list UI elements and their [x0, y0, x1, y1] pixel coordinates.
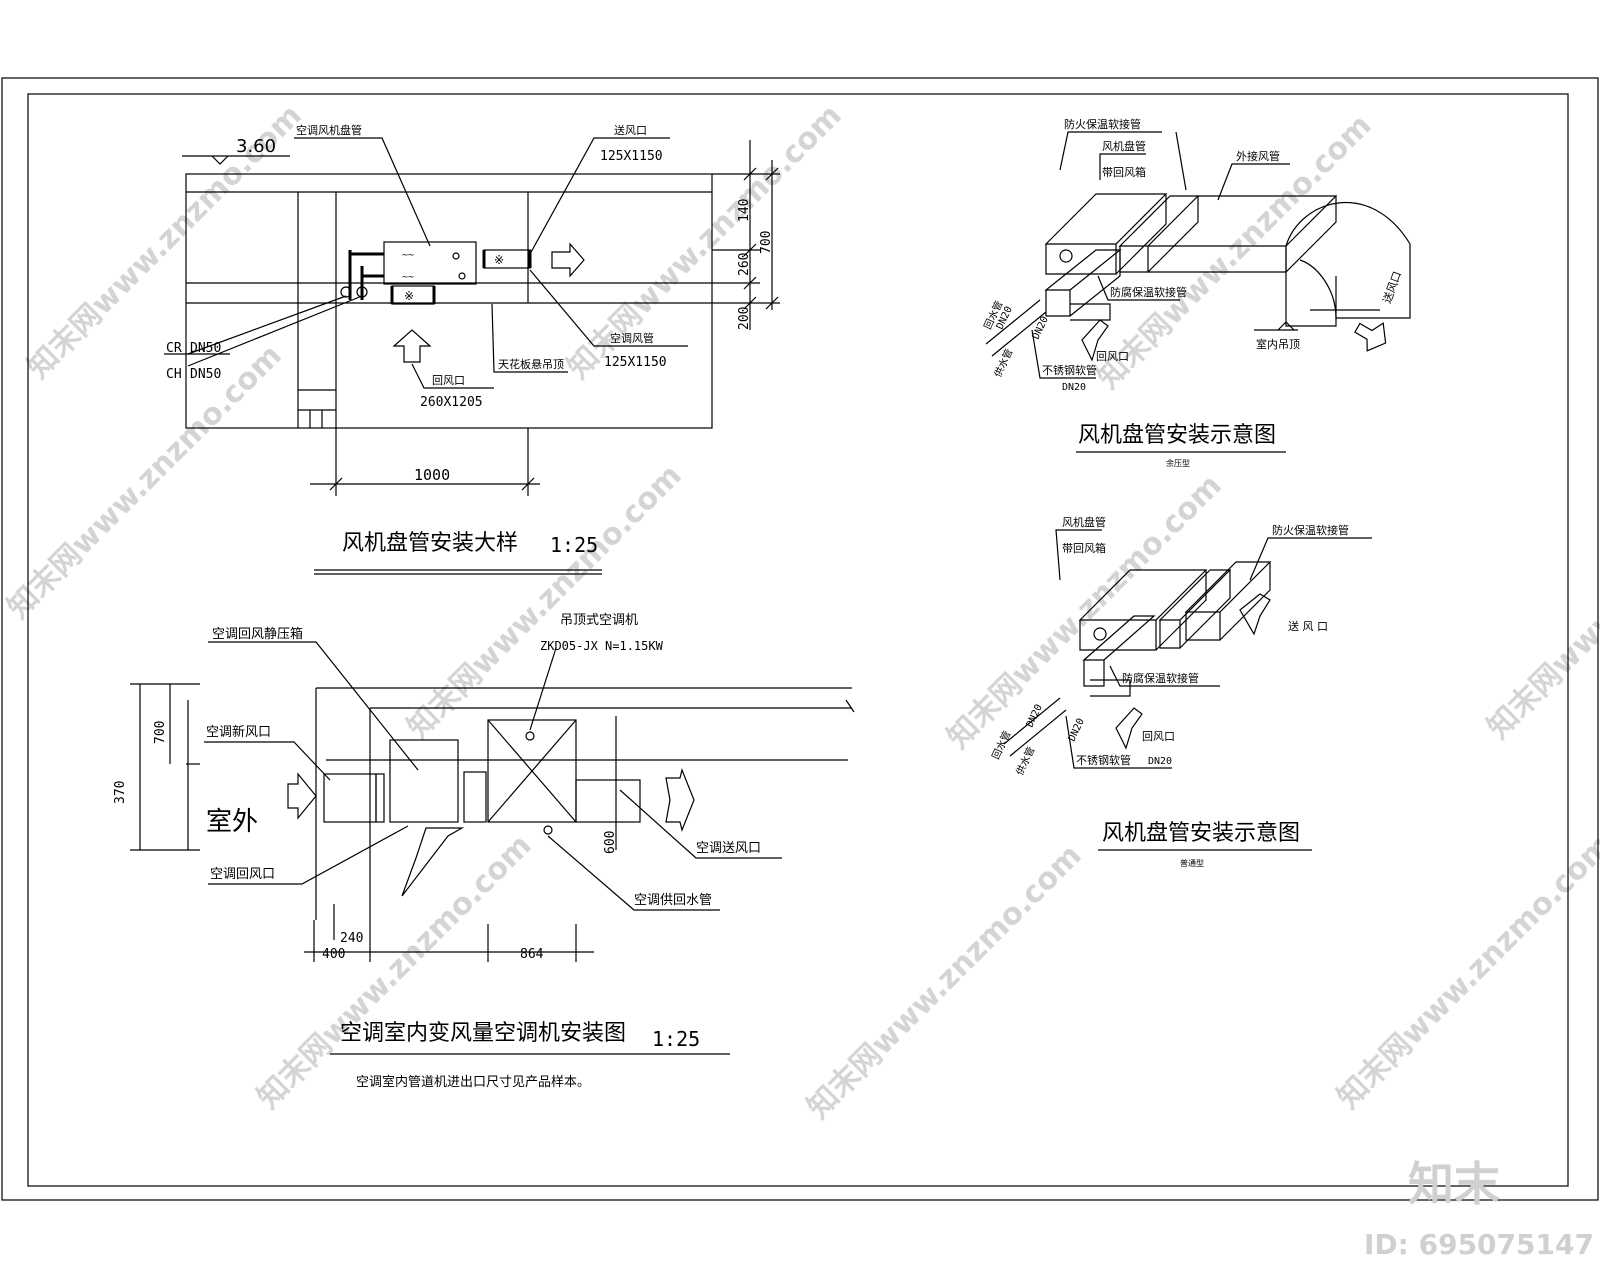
detail1-scale: 1:25	[550, 533, 598, 557]
ahu-model: ZKD05-JX N=1.15KW	[540, 639, 664, 653]
ch-dn-label: DN50	[190, 367, 221, 382]
iso2-fire-joint: 防火保温软接管	[1272, 523, 1349, 537]
fresh-air-damper	[323, 773, 377, 823]
fcu-section-detail: 3.60 ~~ ~~ ※ ※ 空调风机盘管 送风口	[164, 123, 780, 575]
flex-joint	[463, 771, 487, 823]
iso2-supply-pipe: 供水管	[1013, 745, 1037, 778]
supply-outlet-size: 125X1150	[600, 149, 663, 164]
room-outline	[185, 173, 713, 429]
ahu-label: 吊顶式空调机	[560, 613, 638, 628]
supply-duct-label: 空调风管	[610, 331, 654, 345]
iso1-fcu: 风机盘管	[1102, 139, 1146, 153]
dim-1000: 1000	[414, 466, 450, 484]
supply-duct	[575, 779, 641, 823]
svg-text:※: ※	[404, 289, 414, 303]
supply-grille	[483, 249, 531, 269]
supply-label: 空调送风口	[696, 841, 761, 856]
iso2-dn20c: DN20	[1148, 756, 1172, 767]
supply-duct-size: 125X1150	[604, 355, 667, 370]
image-id: ID: 695075147	[1364, 1228, 1594, 1261]
supply-outlet-label: 送风口	[614, 123, 647, 137]
iso1-supply-air: 送风口	[1380, 269, 1404, 305]
dim-600: 600	[603, 831, 618, 854]
cr-label: CR	[166, 341, 182, 356]
svg-text:※: ※	[494, 253, 504, 267]
znzmo-logo: 知末	[1408, 1157, 1500, 1211]
iso2-supply-air: 送 风 口	[1288, 619, 1328, 633]
watermark-text: 知末网www.znzmo.com	[561, 98, 849, 386]
detail2-note: 空调室内管道机进出口尺寸见产品样本。	[356, 1074, 590, 1090]
water-pipe-label: 空调供回水管	[634, 893, 712, 908]
iso2-dn20a: DN20	[1025, 703, 1045, 729]
watermark-text: 知末网www.znzmo.com	[251, 828, 539, 1116]
iso2-fcu: 风机盘管	[1062, 515, 1106, 529]
iso2-steel-hose: 不锈钢软管	[1076, 753, 1131, 767]
iso1-steel-hose: 不锈钢软管	[1042, 363, 1097, 377]
fan-coil-unit	[383, 241, 477, 285]
dim-700: 700	[759, 231, 774, 254]
return-plenum	[389, 739, 459, 823]
dim-200: 200	[737, 307, 752, 330]
iso2-title: 风机盘管安装示意图	[1102, 821, 1300, 846]
watermarks: 知末网www.znzmo.com 知末网www.znzmo.com 知末网www…	[1, 98, 1600, 1126]
dim-400: 400	[322, 947, 345, 962]
detail1-title: 风机盘管安装大样	[342, 531, 518, 556]
return-label: 空调回风口	[210, 867, 275, 882]
plenum-label: 空调回风静压箱	[212, 626, 303, 642]
outer-frame	[1, 77, 1599, 1201]
iso1-fire-joint: 防火保温软接管	[1064, 117, 1141, 131]
ceiling-label: 天花板悬吊顶	[498, 357, 564, 371]
inner-frame	[27, 93, 1569, 1187]
iso1-subtitle: 余压型	[1166, 458, 1190, 468]
watermark-text: 知末网www.znzmo.com	[1481, 458, 1600, 746]
supply-air-arrow	[551, 242, 585, 278]
iso2-supply-arrow	[1239, 593, 1271, 636]
dim-864: 864	[520, 947, 544, 962]
iso1-supply-pipe: 供水管	[991, 347, 1015, 380]
ahu-installation-detail: 室外 吊顶式空调机 ZKD05-JX N=1.15KW 空调回风静压箱 空调新风…	[113, 613, 855, 1090]
iso2-anti-joint: 防腐保温软接管	[1122, 671, 1199, 685]
fcu-iso-pressure-type: 防火保温软接管 风机盘管 带回风箱 外接风管 防腐保温软接管 回水管 DN20 …	[981, 117, 1411, 468]
cr-dn-label: DN50	[190, 341, 221, 356]
dim-240: 240	[340, 931, 363, 946]
iso1-title: 风机盘管安装示意图	[1078, 423, 1276, 448]
return-outlet-size: 260X1205	[420, 395, 483, 410]
dim-260: 260	[737, 253, 752, 276]
outdoor-label: 室外	[206, 807, 258, 837]
fcu-label: 空调风机盘管	[296, 123, 362, 137]
iso2-return-box: 带回风箱	[1062, 541, 1106, 555]
supply-air-arrow	[665, 768, 695, 832]
iso1-ceiling: 室内吊顶	[1256, 337, 1300, 351]
watermark-text: 知末网www.znzmo.com	[801, 838, 1089, 1126]
iso2-return-arrow	[1115, 707, 1143, 750]
ceiling-ahu	[487, 719, 577, 823]
return-outlet-label: 回风口	[432, 374, 465, 387]
elevation-label: 3.60	[236, 136, 276, 157]
dim-370: 370	[113, 781, 128, 804]
return-air-arrow	[392, 329, 432, 363]
watermark-text: 知末网www.znzmo.com	[1331, 828, 1600, 1116]
svg-text:~~: ~~	[402, 250, 414, 261]
iso1-ext-duct: 外接风管	[1236, 149, 1280, 163]
ch-label: CH	[166, 367, 182, 382]
svg-text:~~: ~~	[402, 272, 414, 283]
iso1-anti-joint: 防腐保温软接管	[1110, 285, 1187, 299]
detail2-title: 空调室内变风量空调机安装图	[340, 1021, 626, 1046]
iso2-return-pipe: 回水管	[989, 729, 1013, 762]
iso1-return-box: 带回风箱	[1102, 165, 1146, 179]
dim-140: 140	[737, 199, 752, 222]
return-air-arrow	[401, 827, 465, 897]
detail2-scale: 1:25	[652, 1027, 700, 1051]
outdoor-air-arrow	[287, 772, 317, 820]
iso2-subtitle: 普通型	[1180, 858, 1204, 868]
iso2-return-air: 回风口	[1142, 730, 1175, 743]
iso1-dn20c: DN20	[1062, 382, 1086, 393]
fresh-air-label: 空调新风口	[206, 724, 271, 740]
watermark-text: 知末网www.znzmo.com	[401, 458, 689, 746]
dim-700: 700	[153, 721, 168, 744]
fcu-iso-standard-type: 风机盘管 带回风箱 防火保温软接管 送 风 口 防腐保温软接管 DN20 DN2…	[989, 515, 1372, 868]
iso1-return-air: 回风口	[1096, 350, 1129, 363]
